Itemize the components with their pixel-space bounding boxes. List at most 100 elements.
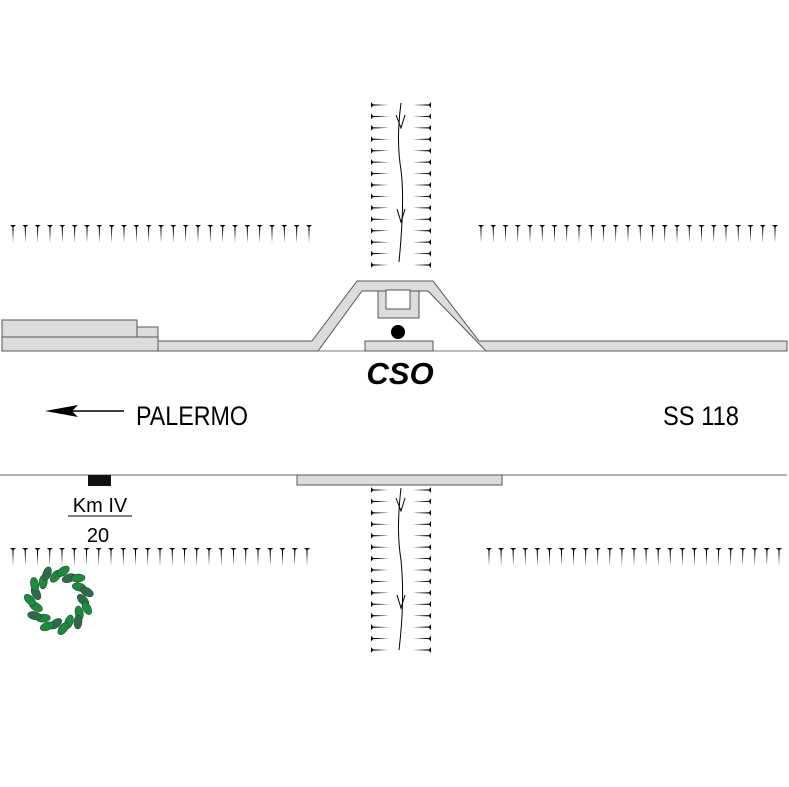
embankment-tick bbox=[133, 225, 140, 243]
embankment-tick bbox=[281, 225, 288, 243]
embankment-tick bbox=[735, 225, 742, 243]
embankment-tick bbox=[498, 548, 505, 566]
embankment-tick bbox=[59, 548, 65, 566]
embankment-tick bbox=[304, 548, 310, 566]
embankment-tick bbox=[661, 225, 668, 243]
station-housing-inner bbox=[385, 289, 411, 310]
embankment-tick bbox=[763, 548, 770, 566]
tree-leaf bbox=[39, 621, 54, 632]
embankment-tick bbox=[371, 498, 389, 505]
embankment-tick bbox=[71, 225, 78, 243]
embankment-tick bbox=[776, 548, 782, 566]
embankment-tick bbox=[679, 548, 686, 566]
embankment-tick bbox=[413, 601, 431, 608]
embankment-tick bbox=[588, 225, 595, 243]
embankment-tick bbox=[242, 548, 249, 566]
km-label: Km IV bbox=[73, 495, 128, 517]
embankment-tick bbox=[108, 225, 115, 243]
embankment-tick bbox=[158, 225, 164, 243]
embankment-tick bbox=[291, 548, 298, 566]
embankment-tick bbox=[157, 548, 163, 566]
embankment-tick bbox=[710, 225, 717, 243]
tree-leaf bbox=[30, 577, 40, 592]
building-block bbox=[1, 336, 159, 352]
tree-leaf bbox=[56, 565, 70, 577]
embankment-tick bbox=[490, 225, 497, 243]
embankment-tick bbox=[144, 548, 151, 566]
embankment-tick bbox=[207, 225, 214, 243]
embankment-tick bbox=[269, 225, 275, 243]
embankment-tick bbox=[371, 521, 389, 528]
building-block bbox=[1, 319, 138, 338]
embankment-tick bbox=[413, 635, 431, 642]
tree-leaf bbox=[23, 593, 37, 607]
embankment-tick bbox=[244, 225, 251, 243]
embankment-tick bbox=[121, 225, 127, 243]
embankment-tick bbox=[747, 225, 754, 243]
tree-leaf bbox=[80, 586, 94, 597]
culvert-slab bbox=[296, 474, 503, 486]
flow-arrow-icon bbox=[396, 594, 406, 610]
embankment-tick bbox=[371, 124, 389, 131]
embankment-tick bbox=[371, 250, 389, 257]
embankment-tick bbox=[10, 548, 16, 566]
embankment-tick bbox=[631, 548, 637, 566]
embankment-tick bbox=[206, 548, 212, 566]
embankment-tick bbox=[132, 548, 139, 566]
tree-leaf bbox=[27, 611, 42, 621]
flow-arrow-icon bbox=[396, 208, 406, 224]
building-block bbox=[136, 326, 159, 338]
embankment-tick bbox=[413, 250, 431, 257]
embankment-tick bbox=[83, 548, 90, 566]
stream-flow-line-top bbox=[398, 102, 404, 263]
embankment-tick bbox=[413, 624, 431, 631]
embankment-tick bbox=[723, 225, 729, 243]
embankment-tick bbox=[594, 548, 601, 566]
embankment-tick bbox=[108, 548, 114, 566]
embankment-tick bbox=[71, 548, 78, 566]
embankment-tick bbox=[739, 548, 746, 566]
embankment-tick bbox=[371, 635, 389, 642]
embankment-tick bbox=[413, 532, 431, 539]
tree-leaf bbox=[73, 614, 83, 630]
embankment-tick bbox=[267, 548, 274, 566]
arrowhead-icon bbox=[45, 405, 78, 417]
embankment-tick bbox=[413, 555, 431, 562]
embankment-tick bbox=[371, 216, 389, 223]
embankment-tick bbox=[371, 147, 389, 154]
station-label: CSO bbox=[366, 356, 433, 391]
km-marker bbox=[88, 475, 111, 486]
embankment-tick bbox=[371, 239, 389, 246]
embankment-tick bbox=[563, 225, 570, 243]
embankment-tick bbox=[686, 225, 693, 243]
embankment-tick bbox=[413, 204, 431, 211]
embankment-tick bbox=[371, 624, 389, 631]
embankment-tick bbox=[772, 225, 778, 243]
embankment-tick bbox=[413, 182, 431, 188]
embankment-tick bbox=[612, 225, 619, 243]
embankment-marks bbox=[10, 102, 782, 653]
flow-arrow-icon bbox=[395, 497, 406, 513]
embankment-tick bbox=[413, 239, 431, 246]
road-ss118 bbox=[157, 280, 788, 352]
embankment-tick bbox=[576, 225, 582, 243]
embankment-tick bbox=[413, 216, 431, 223]
embankment-tick bbox=[703, 548, 710, 566]
embankment-tick bbox=[218, 548, 225, 566]
embankment-tick bbox=[371, 227, 389, 234]
embankment-tick bbox=[618, 548, 625, 566]
embankment-tick bbox=[655, 548, 662, 566]
flow-arrow-icon bbox=[395, 114, 406, 130]
embankment-tick bbox=[413, 612, 431, 619]
embankment-tick bbox=[649, 225, 656, 243]
embankment-tick bbox=[293, 225, 300, 243]
embankment-tick bbox=[145, 225, 152, 243]
embankment-tick bbox=[413, 227, 431, 234]
embankment-tick bbox=[181, 548, 188, 566]
embankment-tick bbox=[759, 225, 766, 243]
embankment-tick bbox=[371, 170, 389, 177]
embankment-tick bbox=[371, 159, 389, 166]
tree-leaf bbox=[57, 622, 69, 636]
